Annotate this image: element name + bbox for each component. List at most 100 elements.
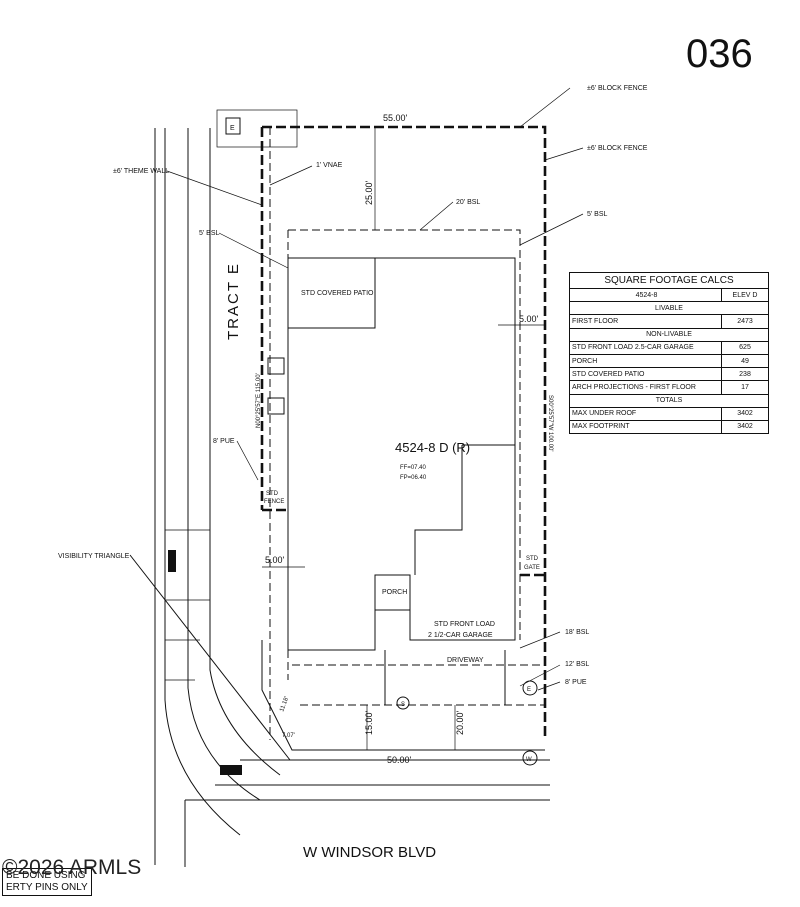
driveway-label: DRIVEWAY [447, 657, 484, 664]
table-row: MAX UNDER ROOF 3402 [570, 406, 768, 420]
sqft-row-name: MAX FOOTPRINT [572, 423, 630, 431]
marker-s: S [401, 702, 405, 708]
std-fence-label-2: FENCE [264, 499, 284, 505]
table-row: PORCH 49 [570, 353, 768, 368]
sheet-number: 036 [686, 32, 753, 76]
dim-right-bearing: S00°25'57"W 100.00' [547, 395, 553, 452]
sqft-non-livable-header: NON-LIVABLE [570, 327, 768, 341]
lot-fence-top-right [262, 125, 547, 740]
std-fence-label: STD [266, 491, 279, 497]
dim-drive-20: 20.00' [455, 710, 465, 735]
street-name: W WINDSOR BLVD [303, 844, 436, 861]
label-visibility-triangle: VISIBILITY TRIANGLE [58, 553, 130, 560]
covered-patio-label: STD COVERED PATIO [301, 290, 374, 297]
sqft-row-value: 17 [721, 381, 768, 394]
label-vnae: 1' VNAE [316, 162, 343, 169]
table-row: STD COVERED PATIO 238 [570, 367, 768, 381]
leader-pue-8-left [236, 440, 259, 481]
leader-bsl-5-left [218, 232, 289, 269]
label-block-fence-2: ±6' BLOCK FENCE [587, 145, 648, 152]
leader-block-fence-2 [544, 147, 584, 161]
leader-vnae [269, 165, 313, 186]
sqft-totals-header: TOTALS [570, 393, 768, 407]
label-block-fence-1: ±6' BLOCK FENCE [587, 85, 648, 92]
dim-corner-1118: 11.18' [279, 696, 290, 713]
dim-left-side: 5.00' [265, 555, 285, 565]
sewer-marker [396, 696, 410, 710]
table-row: ARCH PROJECTIONS - FIRST FLOOR 17 [570, 380, 768, 394]
lot-line-front [261, 640, 545, 751]
disclaimer-line-2: ERTY PINS ONLY [6, 882, 88, 893]
watermark-brand: ©2026 ARMLS [2, 856, 142, 879]
lot-fp: FP=06.40 [400, 475, 427, 481]
sqft-row-value: 238 [721, 368, 768, 381]
tract-label: TRACT E [225, 262, 242, 340]
label-pue-8-right: 8' PUE [565, 679, 587, 686]
label-pue-8-left: 8' PUE [213, 438, 235, 445]
driveway-edges [384, 650, 506, 705]
marker-e-bottom: E [527, 687, 531, 693]
disclaimer-line-1: BE DONE USING [6, 870, 86, 881]
lot-ff: FF=07.40 [400, 465, 427, 471]
table-row: FIRST FLOOR 2473 [570, 314, 768, 328]
curb-line [164, 128, 241, 836]
dim-right-side: 5.00' [519, 314, 539, 324]
sqft-header-row: 4524-8 ELEV D [570, 288, 768, 302]
label-bsl-5-right: 5' BSL [587, 211, 608, 218]
sqft-row-name: MAX UNDER ROOF [572, 410, 637, 418]
sidewalk-segments [165, 529, 210, 681]
porch-outline [375, 574, 411, 611]
sqft-title: SQUARE FOOTAGE CALCS [604, 274, 734, 286]
std-gate-label-2: GATE [524, 565, 540, 571]
marker-e-top: E [230, 125, 235, 132]
table-row: MAX FOOTPRINT 3402 [570, 419, 768, 434]
sqft-livable-header: LIVABLE [570, 301, 768, 314]
sqft-row-value: 3402 [721, 407, 768, 420]
equipment-box-1 [267, 357, 285, 375]
covered-patio-outline [288, 257, 376, 329]
disclaimer-box: BE DONE USING ERTY PINS ONLY [2, 868, 92, 896]
leader-theme-wall [166, 170, 263, 206]
leader-block-fence-1 [519, 87, 571, 128]
sqft-elev-col: ELEV D [721, 289, 768, 302]
dim-left-bearing: N00°25'57"E 115.00' [256, 373, 262, 428]
sqft-row-value: 49 [721, 354, 768, 368]
std-gate-label: STD [526, 556, 539, 562]
utility-box-1 [168, 550, 176, 572]
sqft-row-name: PORCH [572, 357, 598, 365]
house-step-lines [414, 444, 515, 575]
utility-box-2 [220, 765, 242, 775]
sidewalk-line [187, 128, 261, 801]
sqft-row-name: ARCH PROJECTIONS - FIRST FLOOR [572, 383, 696, 391]
setback-line [288, 229, 521, 640]
lot-plan-label: 4524-8 D (R) [395, 440, 470, 455]
label-bsl-18: 18' BSL [565, 629, 589, 636]
marker-e-top-box [225, 117, 241, 135]
leader-bsl-20 [419, 201, 454, 231]
sqft-row-name: STD COVERED PATIO [572, 370, 645, 378]
dim-bottom: 50.00' [387, 755, 412, 765]
leader-pue-8-right [537, 681, 561, 691]
label-bsl-12: 12' BSL [565, 661, 589, 668]
sqft-row-value: 2473 [721, 315, 768, 328]
label-theme-wall: ±6' THEME WALL [113, 168, 169, 175]
marker-w-circle [522, 750, 538, 766]
square-footage-table: SQUARE FOOTAGE CALCS 4524-8 ELEV D LIVAB… [569, 272, 769, 435]
equipment-box-2 [267, 397, 285, 415]
dim-drive-15: 15.00' [364, 710, 374, 735]
marker-w: W [526, 757, 532, 763]
label-bsl-20: 20' BSL [456, 199, 480, 206]
table-row: STD FRONT LOAD 2.5-CAR GARAGE 625 [570, 340, 768, 354]
visibility-triangle-leader [129, 554, 291, 761]
garage-label-2: 2 1/2-CAR GARAGE [428, 632, 493, 639]
sqft-plan-col: 4524-8 [635, 291, 658, 299]
dim-top: 55.00' [383, 113, 408, 123]
sqft-row-name: STD FRONT LOAD 2.5-CAR GARAGE [572, 344, 694, 352]
watermark: BE DONE USING ERTY PINS ONLY ©2026 ARMLS [0, 852, 150, 902]
label-bsl-5-left: 5' BSL [199, 230, 220, 237]
sidewalk-line-inner [209, 128, 281, 776]
garage-label-1: STD FRONT LOAD [434, 621, 495, 628]
leader-bsl-5-right [519, 213, 584, 246]
leader-bsl-18 [519, 631, 561, 649]
